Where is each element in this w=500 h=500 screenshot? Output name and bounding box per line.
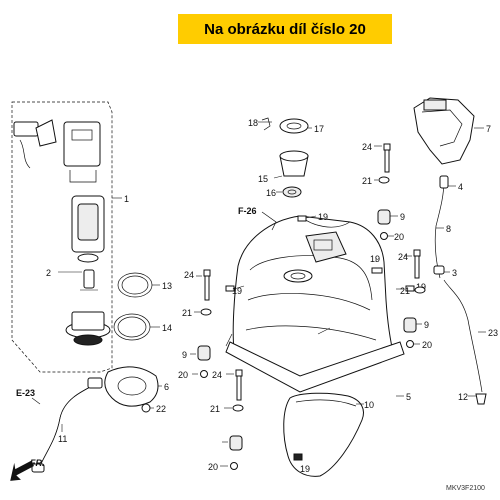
washer-right [414,286,426,294]
fuel-pump-assembly [11,101,122,373]
part-label: 24 [398,252,408,262]
pump-connector-clip [35,119,57,147]
part-label: 12 [458,392,468,402]
part-label: 19 [232,286,242,296]
part-label: 17 [314,124,324,134]
part-label: 4 [458,182,463,192]
front-direction-arrow: FR. [10,458,45,481]
mount-bolt-right [404,249,421,279]
part-label: 20 [178,370,188,380]
mount-bolt-top [374,143,391,184]
tank-clips [225,215,415,292]
group-ref-e23: E-23 [16,388,35,398]
pump-filter [77,253,99,263]
part-label: 21 [182,308,192,318]
part-label: 15 [258,174,268,184]
pump-module-top [63,121,101,167]
part-label: 11 [58,434,67,444]
pump-connector [13,121,39,137]
pump-group-outline [11,101,113,373]
part-label: 18 [248,118,258,128]
mount-rubber-left [190,345,211,378]
part-label: 13 [162,281,172,291]
mount-rubber-bottom [220,435,243,470]
part-label: 5 [406,392,411,402]
part-label: 16 [266,188,276,198]
fuel-level-sensor [83,269,95,289]
part-label: 21 [362,176,372,186]
part-label: 20 [208,462,218,472]
group-ref-f26: F-26 [238,206,257,216]
part-label: 19 [318,212,328,222]
part-label: 24 [184,270,194,280]
f26-pointer [261,211,277,231]
fuel-tank [225,215,405,393]
part-label: 10 [364,400,374,410]
part-label: 14 [162,323,172,333]
filler-cap-parts [258,117,312,198]
diagram-code: MKV3F2100 [446,485,485,492]
part-label: 6 [164,382,169,392]
pump-flange-neck [71,311,105,331]
part-label: 24 [362,142,372,152]
pump-bracket [69,170,97,183]
pump-motor [77,203,99,241]
part-label: 19 [370,254,380,264]
fuel-feed-hose [31,377,103,473]
part-label: 20 [394,232,404,242]
evap-canister [413,97,484,165]
mount-bolt-bottom [224,369,244,412]
part-label: 19 [300,464,310,474]
vent-hoses [433,175,487,405]
tank-pad [283,392,364,477]
part-label: 22 [156,404,166,414]
svg-text:FR.: FR. [30,458,45,468]
pump-flange-base [73,334,103,346]
part-label: 20 [422,340,432,350]
part-label: 9 [424,320,429,330]
part-label: 21 [400,286,410,296]
pump-lock-ring [104,366,162,413]
mount-rubber-lower-right [403,317,422,348]
part-label: 7 [486,124,491,134]
mount-bolt-left [194,269,212,316]
part-label: 9 [182,350,187,360]
pump-seal-rings [113,272,160,341]
part-number-banner: Na obrázku díl číslo 20 [178,14,392,44]
part-label: 9 [400,212,405,222]
pump-module-port [71,129,93,141]
part-label: 21 [210,404,220,414]
part-label: 3 [452,268,457,278]
part-label: 8 [446,224,451,234]
mount-rubber-upper-right [377,209,398,240]
part-label: 24 [212,370,222,380]
part-label: 1 [124,194,129,204]
pump-wire [19,139,31,169]
part-label: 2 [46,268,51,278]
part-label: 23 [488,328,498,338]
